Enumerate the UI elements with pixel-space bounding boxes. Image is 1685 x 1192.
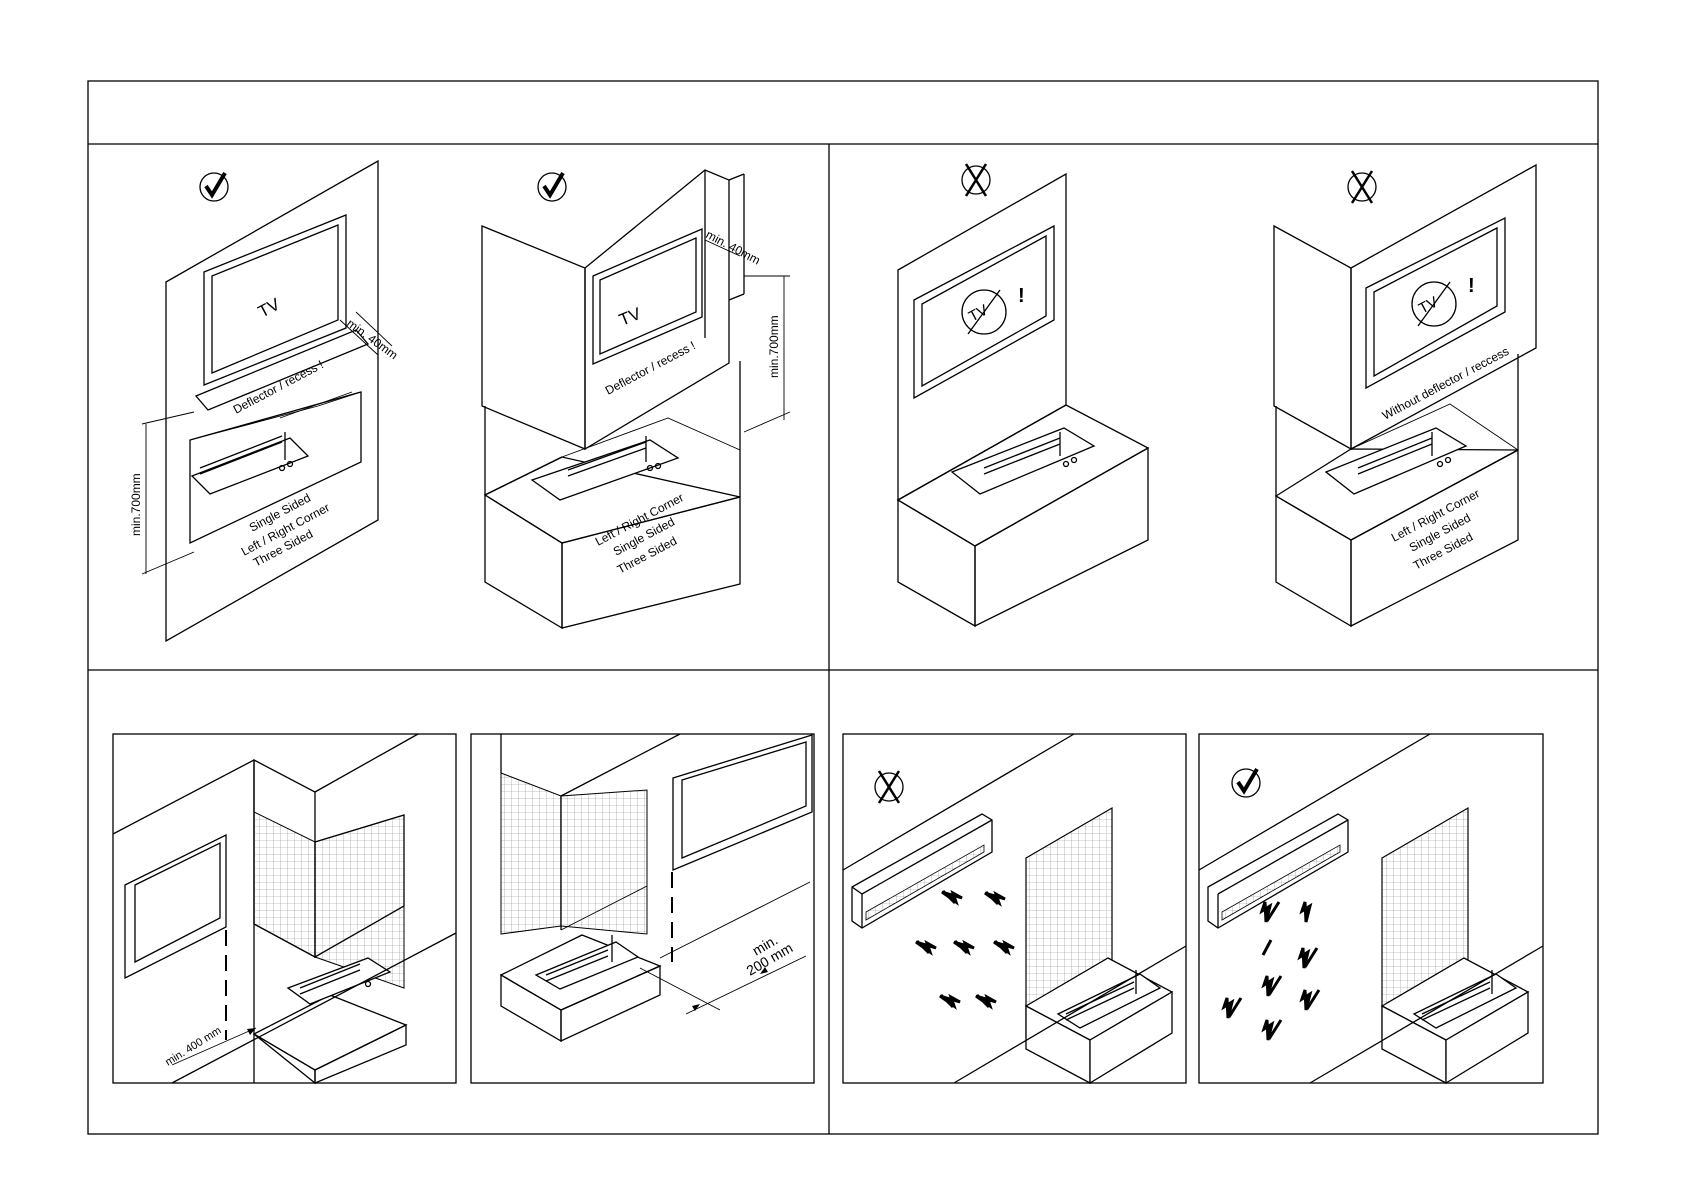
base-block xyxy=(898,405,1148,626)
panel-corner-tv-recess: TV Deflector / recess ! min. 40mm min.70… xyxy=(482,170,790,628)
check-circle-icon xyxy=(1232,769,1260,797)
panel-airflow-toward-fire xyxy=(843,734,1186,1083)
burner-icon xyxy=(536,935,638,989)
panel-corner-no-deflector: TV ! Without deflector / reccess Left / … xyxy=(1274,165,1536,626)
airflow-arrow-icon xyxy=(916,891,1014,1007)
corner-wall xyxy=(482,170,744,449)
variant-labels: Single Sided Left / Right Corner Three S… xyxy=(239,491,332,570)
tv-screen: TV ! xyxy=(914,226,1054,398)
no-tv-icon: TV xyxy=(1412,282,1456,326)
clearance-700mm: min.700mm xyxy=(744,276,790,432)
clearance-200mm: min. 200 mm xyxy=(640,872,810,1014)
without-deflector-label: Without deflector / reccess xyxy=(1380,344,1511,423)
warning-mark: ! xyxy=(1018,285,1025,307)
burner-icon xyxy=(952,428,1094,494)
air-vent xyxy=(1208,814,1348,928)
panel-airflow-away-from-fire xyxy=(1199,734,1543,1083)
tv-screen xyxy=(125,835,226,978)
svg-text:min.700mm: min.700mm xyxy=(767,315,781,378)
svg-text:min. 40mm: min. 40mm xyxy=(704,227,763,267)
svg-text:TV: TV xyxy=(616,304,644,330)
corner-wall xyxy=(501,734,647,934)
svg-text:TV: TV xyxy=(966,302,991,326)
tv-screen xyxy=(673,735,812,870)
clearance-700mm: min.700mm xyxy=(129,412,194,574)
panel-corner-tv-400mm: min. 400 mm xyxy=(113,734,456,1083)
no-tv-icon: TV xyxy=(962,290,1006,334)
air-vent xyxy=(852,814,992,928)
base-block xyxy=(501,935,660,1041)
airflow-arrow-icon xyxy=(1224,902,1319,1040)
tv-screen: TV xyxy=(204,215,346,385)
burner-icon xyxy=(192,432,308,494)
svg-text:min.700mm: min.700mm xyxy=(129,473,143,536)
base-block xyxy=(254,995,406,1083)
cross-circle-icon xyxy=(962,164,990,196)
check-circle-icon xyxy=(538,173,566,201)
cross-circle-icon xyxy=(1348,171,1376,203)
cross-circle-icon xyxy=(875,771,903,803)
warning-mark: ! xyxy=(1468,275,1475,297)
burner-icon xyxy=(532,436,678,500)
base-block xyxy=(485,457,740,628)
panel-wall-tv-deflector: TV Deflector / recess ! min. 40mm xyxy=(129,161,400,641)
tv-label: TV xyxy=(255,294,284,321)
clearance-40mm: min. 40mm xyxy=(340,312,400,362)
variant-labels: Left / Right Corner Single Sided Three S… xyxy=(1389,486,1482,572)
svg-text:TV: TV xyxy=(1416,294,1441,318)
burner-icon xyxy=(1326,428,1466,494)
check-circle-icon xyxy=(200,173,228,201)
panel-tv-no-deflector: TV ! xyxy=(898,164,1148,626)
corner-wall xyxy=(254,760,404,1083)
variant-labels: Left / Right Corner Single Sided Three S… xyxy=(593,490,686,576)
panel-corner-200mm: min. 200 mm xyxy=(501,734,812,1041)
clearance-40mm: min. 40mm xyxy=(704,227,763,267)
svg-text:min. 40mm: min. 40mm xyxy=(344,316,400,362)
